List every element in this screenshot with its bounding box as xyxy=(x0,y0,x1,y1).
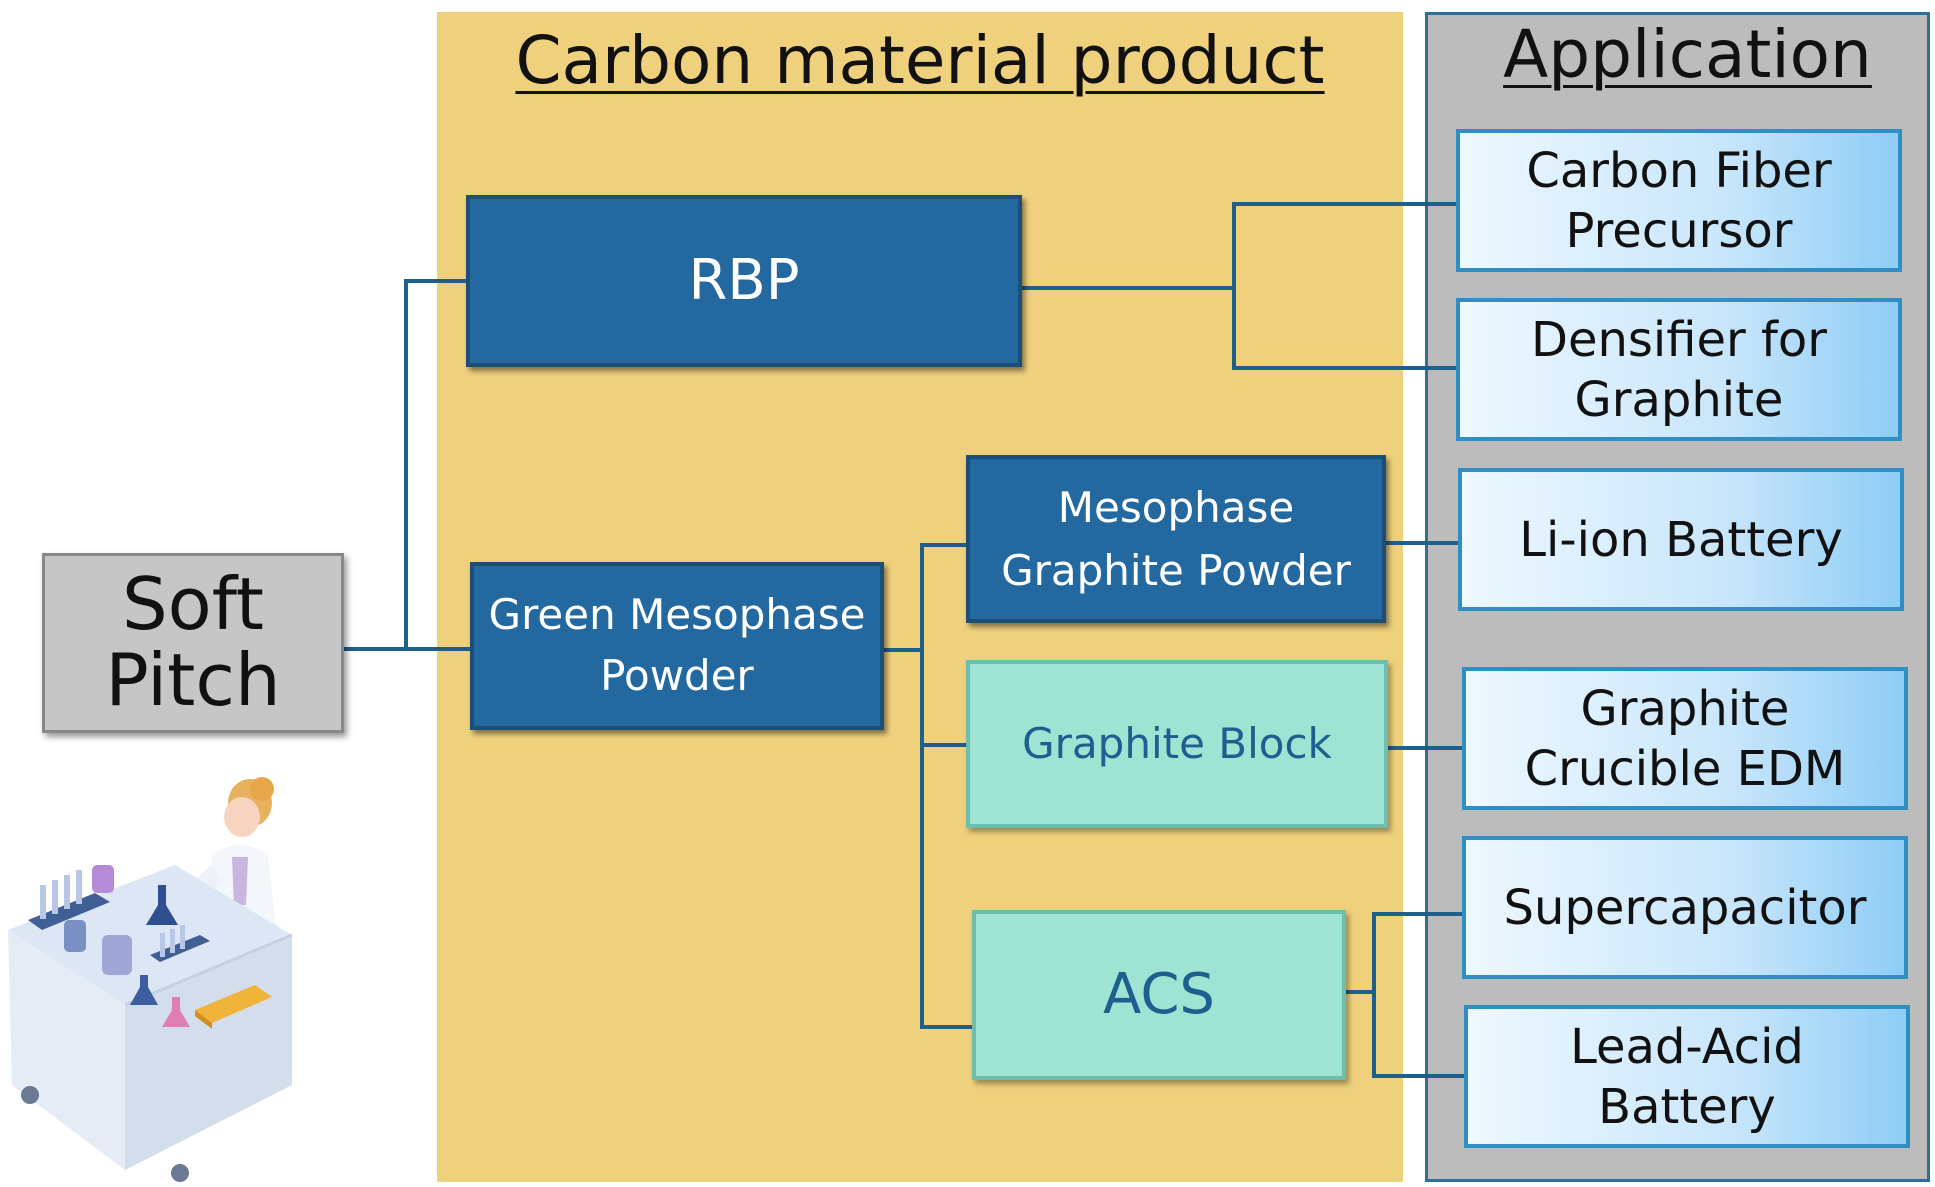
connector-line xyxy=(1372,912,1464,916)
graphite-block-box: Graphite Block xyxy=(966,660,1388,828)
application-lead-acid-battery: Lead-Acid Battery xyxy=(1464,1005,1910,1148)
connector-line xyxy=(920,543,924,1029)
green-mesophase-box: Green Mesophase Powder xyxy=(470,562,884,730)
acs-label: ACS xyxy=(1103,962,1215,1028)
connector-line xyxy=(1020,286,1234,290)
rbp-label: RBP xyxy=(688,248,800,314)
application-label: Lead-Acid Battery xyxy=(1570,1018,1804,1135)
connector-line xyxy=(1372,912,1376,1078)
scientist-lab-icon xyxy=(8,777,293,1182)
connector-line xyxy=(1372,1074,1464,1078)
connector-line xyxy=(920,1025,972,1029)
connector-line xyxy=(920,543,968,547)
graphite-block-label: Graphite Block xyxy=(1022,718,1332,768)
green-mesophase-label: Green Mesophase Powder xyxy=(488,590,866,700)
soft-pitch-box: Soft Pitch xyxy=(42,553,344,733)
application-label: Graphite Crucible EDM xyxy=(1524,680,1846,797)
application-label: Li-ion Battery xyxy=(1519,511,1843,568)
application-label: Carbon Fiber Precursor xyxy=(1526,142,1832,259)
connector-line xyxy=(1385,541,1459,545)
connector-line xyxy=(1232,202,1458,206)
connector-line xyxy=(1232,366,1458,370)
acs-box: ACS xyxy=(972,910,1346,1080)
connector-line xyxy=(920,743,968,747)
connector-line xyxy=(1232,202,1236,370)
application-carbon-fiber-precursor: Carbon Fiber Precursor xyxy=(1456,129,1902,272)
application-label: Supercapacitor xyxy=(1503,879,1867,936)
connector-line xyxy=(882,648,922,652)
mesophase-graphite-box: Mesophase Graphite Powder xyxy=(966,455,1386,623)
connector-line xyxy=(1387,746,1463,750)
application-panel-title: Application xyxy=(1503,16,1872,93)
application-supercapacitor: Supercapacitor xyxy=(1462,836,1908,979)
application-label: Densifier for Graphite xyxy=(1530,311,1827,428)
connector-line xyxy=(404,279,408,651)
rbp-box: RBP xyxy=(466,195,1022,367)
connector-line xyxy=(1346,990,1374,994)
application-graphite-crucible-edm: Graphite Crucible EDM xyxy=(1462,667,1908,810)
soft-pitch-label: Soft Pitch xyxy=(105,562,281,722)
application-densifier-for-graphite: Densifier for Graphite xyxy=(1456,298,1902,441)
connector-line xyxy=(404,279,466,283)
product-panel-title: Carbon material product xyxy=(515,22,1325,99)
application-li-ion-battery: Li-ion Battery xyxy=(1458,468,1904,611)
mesophase-graphite-label: Mesophase Graphite Powder xyxy=(1001,483,1351,595)
